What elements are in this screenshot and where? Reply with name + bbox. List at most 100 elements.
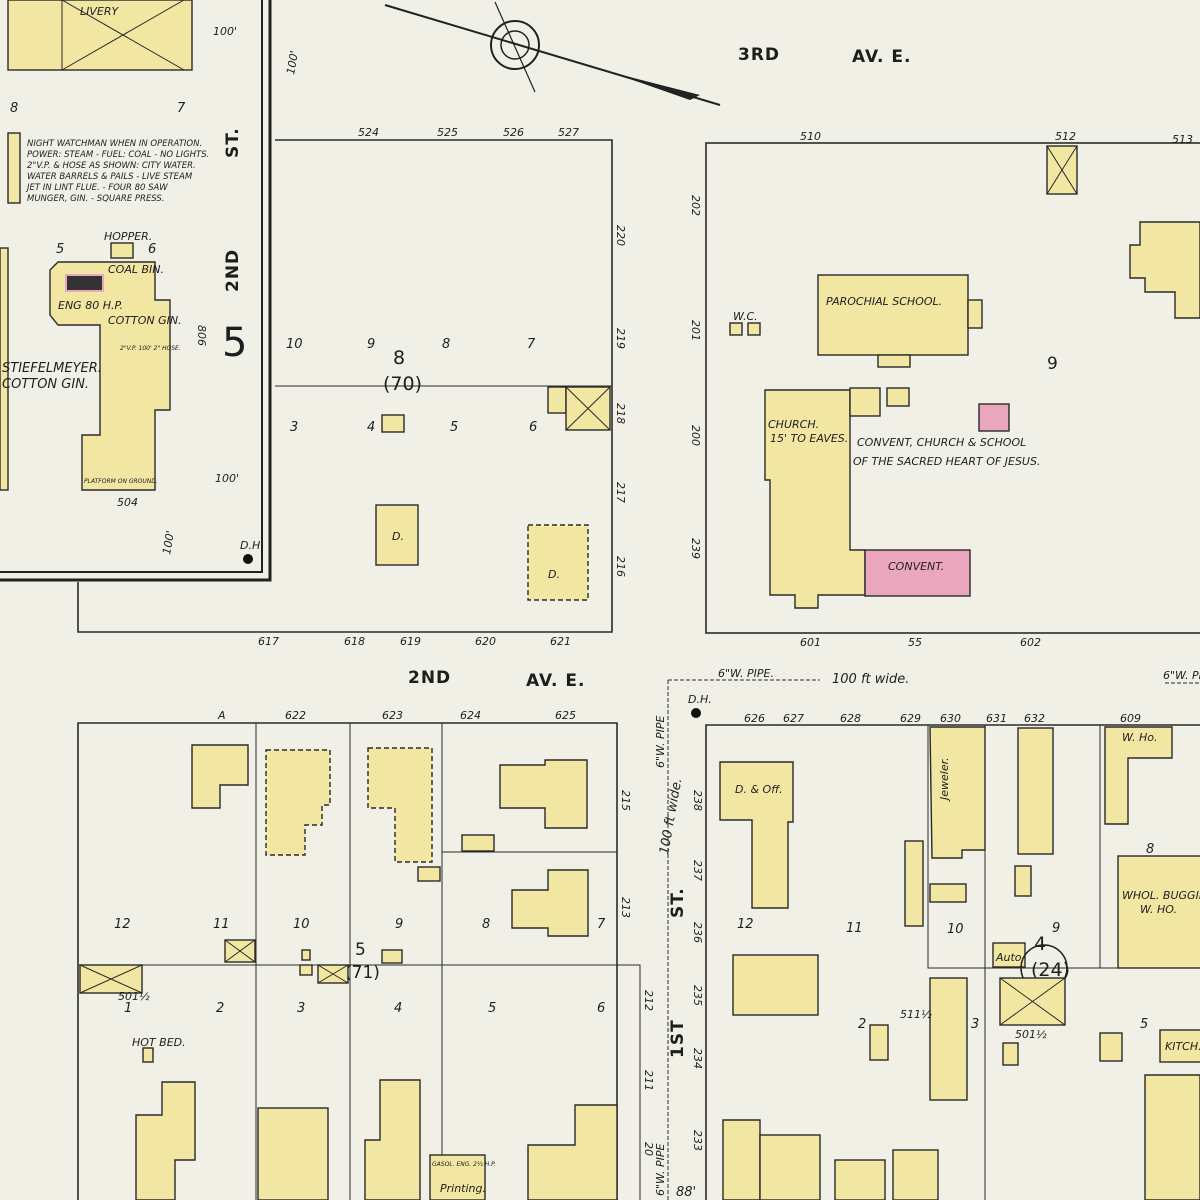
address-number: 200 xyxy=(689,425,702,446)
address-number: 629 xyxy=(900,712,921,725)
lot-number: 7 xyxy=(177,101,186,116)
address-number: 220 xyxy=(614,225,627,246)
address-number: 212 xyxy=(642,990,655,1011)
lot-number: 7 xyxy=(597,917,606,932)
address-number: 235 xyxy=(691,985,704,1006)
address-number: 609 xyxy=(1120,712,1141,725)
lot-number: 8 xyxy=(482,917,490,932)
address-number: 218 xyxy=(614,403,627,424)
pipe-label: 6"W. PIPE xyxy=(654,1143,667,1196)
lot-number: 2 xyxy=(216,1001,224,1016)
address-number: 510 xyxy=(800,130,821,143)
livery-label: LIVERY xyxy=(80,5,119,18)
parochial-school-label: PAROCHIAL SCHOOL. xyxy=(826,295,942,308)
address-number: 602 xyxy=(1020,636,1041,649)
building-label: D. & Off. xyxy=(735,783,783,796)
address-number: 628 xyxy=(840,712,861,725)
business-label: COTTON GIN. xyxy=(2,377,89,392)
lot-number: 1 xyxy=(124,1001,132,1016)
lot-number: 12 xyxy=(737,917,754,932)
lot-number: 4 xyxy=(367,420,375,435)
block-8: 524 525 526 527 617 618 619 620 621 220 … xyxy=(77,126,627,648)
address-number: 234 xyxy=(691,1048,704,1069)
address-number: A xyxy=(217,709,226,722)
lot-number: 5 xyxy=(488,1001,496,1016)
address-number: 219 xyxy=(614,328,627,349)
address-number: 501½ xyxy=(1015,1028,1047,1041)
address-number: 511½ xyxy=(900,1008,932,1021)
block-number: 4 xyxy=(1034,933,1046,955)
block-number: 9 xyxy=(1047,354,1058,374)
lot-number: 2 xyxy=(858,1017,866,1032)
address-number: 632 xyxy=(1024,712,1045,725)
hydrant-label: D.H. xyxy=(688,693,712,706)
address-number: 630 xyxy=(940,712,961,725)
building-label: PLATFORM ON GROUND. xyxy=(84,478,158,485)
lot-number: 10 xyxy=(293,917,310,932)
street-2nd-av-number: 2ND xyxy=(408,668,451,688)
address-number: 524 xyxy=(358,126,379,139)
inset-note: POWER: STEAM - FUEL: COAL - NO LIGHTS. xyxy=(27,150,209,160)
address-number: 239 xyxy=(689,538,702,559)
building-label: Jeweler. xyxy=(938,757,951,802)
water-pipe xyxy=(667,679,1200,1200)
lot-number: 3 xyxy=(290,420,298,435)
address-number: 238 xyxy=(691,790,704,811)
dimension-label: 100' xyxy=(160,530,177,556)
building-label: COAL BIN. xyxy=(108,263,164,276)
building-label: KITCH. xyxy=(1165,1040,1200,1053)
sheet-reference: (24) xyxy=(1031,959,1070,981)
inset-note: JET IN LINT FLUE. - FOUR 80 SAW xyxy=(25,183,168,193)
address-number: 513 xyxy=(1172,133,1193,146)
building-label: Printing. xyxy=(440,1182,486,1195)
address-number: 211 xyxy=(642,1070,655,1091)
address-number: 623 xyxy=(382,709,403,722)
convent-label: CONVENT. xyxy=(888,560,944,573)
building-label: 2"V.P. 100' 2" HOSE. xyxy=(120,345,181,352)
address-number: 619 xyxy=(400,635,421,648)
lot-number: 10 xyxy=(947,922,964,937)
lot-number: 11 xyxy=(213,917,230,932)
address-number: 601 xyxy=(800,636,821,649)
institution-title: CONVENT, CHURCH & SCHOOL xyxy=(857,436,1026,449)
lot-number: 9 xyxy=(1052,921,1060,936)
lot-number: 8 xyxy=(1146,842,1154,857)
address-number: 618 xyxy=(344,635,365,648)
dimension-label: 88' xyxy=(676,1185,696,1200)
dimension-label: 100' xyxy=(215,472,239,485)
av-width-label: 100 ft wide. xyxy=(832,672,909,687)
inset-note: NIGHT WATCHMAN WHEN IN OPERATION. xyxy=(27,139,202,149)
address-number: 625 xyxy=(555,709,576,722)
block-number: 5 xyxy=(355,940,366,960)
address-number: 20 xyxy=(642,1142,655,1156)
address-number: 622 xyxy=(285,709,306,722)
pipe-label: 6"W. PIPE. xyxy=(718,667,774,680)
lot-number: 5 xyxy=(450,420,458,435)
address-number: 620 xyxy=(475,635,496,648)
street-2nd-st-number: 2ND xyxy=(223,249,243,292)
street-3rd-av-number: 3RD xyxy=(738,45,780,65)
address-number: 501½ xyxy=(118,990,150,1003)
lot-number: 11 xyxy=(846,921,863,936)
church-label: CHURCH. xyxy=(768,418,819,431)
lot-number: 7 xyxy=(527,337,536,352)
address-number: 631 xyxy=(986,712,1007,725)
building-label: W. HO. xyxy=(1140,903,1177,916)
address-number: 213 xyxy=(619,897,632,918)
lot-number: 9 xyxy=(367,337,375,352)
address-number: 626 xyxy=(744,712,765,725)
inset-note: MUNGER, GIN. - SQUARE PRESS. xyxy=(27,194,165,204)
dimension-label: 100' xyxy=(213,25,237,38)
lot-number: 5 xyxy=(1140,1017,1148,1032)
lot-number: 6 xyxy=(597,1001,605,1016)
address-number: 525 xyxy=(437,126,458,139)
dimension-label: 100' xyxy=(284,50,301,76)
lot-number: 12 xyxy=(114,917,131,932)
water-closet-label: W.C. xyxy=(733,310,758,323)
compass-rose-icon xyxy=(384,1,721,106)
building-label: COTTON GIN. xyxy=(108,314,182,327)
address-number: 215 xyxy=(619,790,632,811)
address-number: 627 xyxy=(783,712,804,725)
street-2nd-av-name: AV. E. xyxy=(526,671,585,691)
sheet-reference: (71) xyxy=(345,963,380,983)
